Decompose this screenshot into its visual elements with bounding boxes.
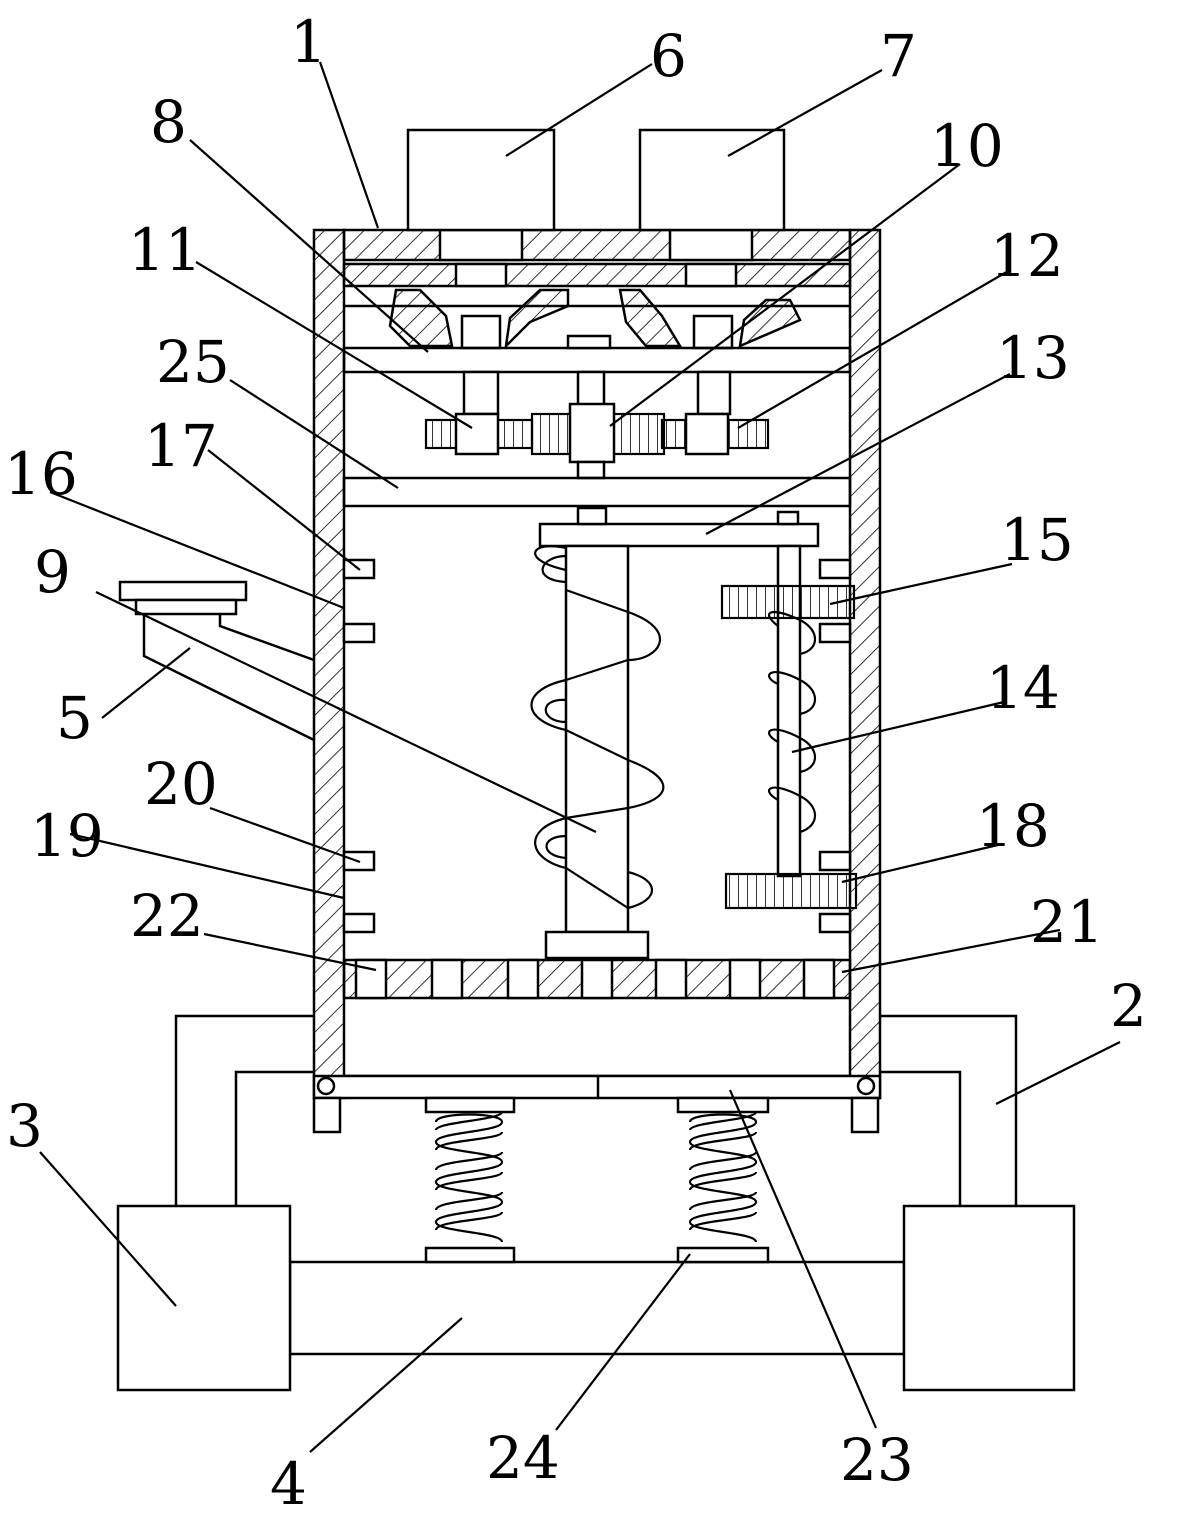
spring-right-bottom-seat	[676, 1246, 770, 1264]
label-21: 21	[1030, 888, 1104, 956]
base-assembly	[116, 1014, 1076, 1392]
left-support-bracket	[174, 1014, 314, 1206]
label-11: 11	[128, 216, 202, 284]
shaft-right	[696, 370, 732, 416]
label-4: 4	[270, 1450, 307, 1514]
right-guide-block-4	[818, 912, 852, 934]
spring-left-bottom-seat	[424, 1246, 516, 1264]
label-19: 19	[30, 802, 104, 870]
feed-hopper	[118, 580, 315, 742]
central-screw-flight	[530, 545, 665, 910]
mount-plate	[342, 262, 852, 288]
motor-opening-left	[438, 228, 524, 262]
mixing-chamber	[342, 506, 858, 1000]
partition-plate	[342, 476, 852, 508]
left-foot-block	[116, 1204, 292, 1392]
gear-center-hub	[568, 402, 616, 464]
central-shaft-top	[576, 506, 608, 526]
right-support-bracket	[880, 1014, 1018, 1206]
label-17: 17	[144, 412, 218, 480]
central-screw-shaft	[564, 544, 630, 934]
label-14: 14	[986, 654, 1060, 722]
gear-right-hub	[684, 412, 730, 456]
bearing-seat-center-left	[504, 288, 570, 350]
cross-bar	[538, 522, 820, 548]
mount-plate-gap-right	[684, 262, 738, 288]
hopper-body	[142, 614, 315, 742]
hinge-left	[316, 1076, 336, 1096]
suspension	[312, 1074, 882, 1264]
leader-lines	[39, 61, 1121, 1453]
bearing-seat-left	[388, 288, 454, 348]
label-25: 25	[156, 328, 230, 396]
motors	[406, 128, 786, 232]
housing	[312, 228, 882, 1100]
label-9: 9	[34, 538, 71, 606]
right-guide-block-3	[818, 850, 852, 872]
label-23: 23	[840, 1426, 914, 1494]
label-12: 12	[990, 222, 1064, 290]
mount-plate-gap-left	[454, 262, 508, 288]
shaft-left-upper	[460, 314, 502, 350]
reference-numerals: 1 2 3 4 5 6 7 8 9 10 11 12 13 14 15 16 1…	[4, 8, 1147, 1514]
side-screw-flight	[767, 611, 817, 834]
label-16: 16	[4, 440, 78, 508]
right-foot-block	[902, 1204, 1076, 1392]
label-24: 24	[486, 1424, 560, 1492]
label-6: 6	[650, 22, 687, 90]
motor-opening-right	[668, 228, 754, 262]
right-guide-block-2	[818, 622, 852, 644]
housing-left-wall	[312, 228, 346, 1100]
left-guide-block-2	[342, 622, 376, 644]
label-15: 15	[1000, 506, 1074, 574]
spring-right-top-seat	[676, 1096, 770, 1114]
central-shaft-base	[544, 930, 650, 960]
label-8: 8	[150, 88, 187, 156]
spring-right	[688, 1113, 758, 1243]
spring-left	[434, 1113, 504, 1243]
hopper-cap-lower	[134, 598, 238, 616]
label-22: 22	[130, 882, 204, 950]
gear-center-shaft-low	[576, 460, 606, 480]
leg-left	[312, 1096, 342, 1134]
gear-left-hub	[454, 412, 500, 456]
bearing-seat-center-right	[618, 288, 683, 348]
label-2: 2	[1110, 972, 1147, 1040]
label-1: 1	[290, 8, 327, 76]
center-shaft-cap	[566, 334, 612, 350]
lower-side-gear	[724, 872, 858, 910]
leg-right	[850, 1096, 880, 1134]
side-shaft-top	[776, 510, 800, 526]
spring-left-top-seat	[424, 1096, 516, 1114]
motor-right	[638, 128, 786, 232]
shaft-right-upper	[692, 314, 734, 350]
motor-left	[406, 128, 556, 232]
hopper-cap	[118, 580, 248, 602]
label-13: 13	[996, 324, 1070, 392]
label-3: 3	[6, 1092, 43, 1160]
left-guide-block-4	[342, 912, 376, 934]
label-5: 5	[56, 684, 93, 752]
gear-train	[424, 370, 770, 480]
upper-side-gear	[720, 584, 856, 620]
hinge-right	[856, 1076, 876, 1096]
right-guide-block-1	[818, 558, 852, 580]
label-7: 7	[880, 22, 917, 90]
base-plate	[288, 1260, 906, 1356]
housing-top-wall	[342, 228, 852, 262]
label-20: 20	[144, 750, 218, 818]
gear-chamber-top-plate	[342, 346, 852, 374]
label-18: 18	[976, 792, 1050, 860]
shaft-left	[462, 370, 500, 416]
label-10: 10	[930, 112, 1004, 180]
